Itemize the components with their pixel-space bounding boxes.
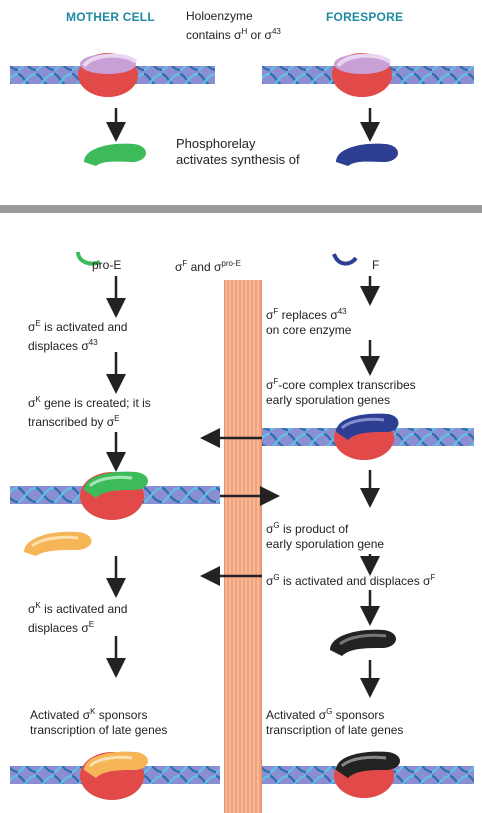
sigma-f-core-text: σF-core complex transcribes early sporul… [266,377,416,407]
holoenzyme-forespore [332,53,392,97]
sigma-g-core-complex [334,751,400,798]
mother-cell-header: MOTHER CELL [66,10,155,24]
septum-membrane [224,280,262,813]
sigma-g-activated-text: σG is activated and displaces σF [266,573,436,588]
holoenzyme-mother [78,53,138,97]
sigma-k-late-genes-text: Activated σK sponsors transcription of l… [30,707,168,737]
sigma-k-core-complex [80,751,148,800]
sigma-e-core-complex [80,471,148,520]
sigma-f-icon [336,143,398,166]
forespore-header: FORESPORE [326,10,404,24]
sigma-f-label: F [372,258,380,272]
sigma-f-replaces-text: σF replaces σ43 on core enzyme [266,307,352,337]
pro-e-label: pro-E [92,258,122,272]
sigma-k-activated-text: σK is activated and displaces σE [28,601,128,635]
sigma-g-product-text: σG is product of early sporulation gene [266,521,385,551]
holoenzyme-label: Holoenzyme contains σH or σ43 [186,9,281,42]
sigma-f-core-complex [334,413,399,460]
phosphorelay-label: Phosphorelay activates synthesis of [176,136,300,167]
sigma-g-late-genes-text: Activated σG sponsors transcription of l… [266,707,404,737]
sigma-pro-e-icon [84,143,146,166]
sigma-pro-e-icon [76,251,101,266]
sigma-k-gene-text: σK gene is created; it is transcribed by… [28,395,151,429]
membrane-sigma-label: σF and σpro-E [175,259,241,274]
sigma-f-icon [332,253,358,266]
sigma-e-activated-text: σE is activated and displaces σ43 [28,319,128,353]
section-divider [0,205,482,213]
